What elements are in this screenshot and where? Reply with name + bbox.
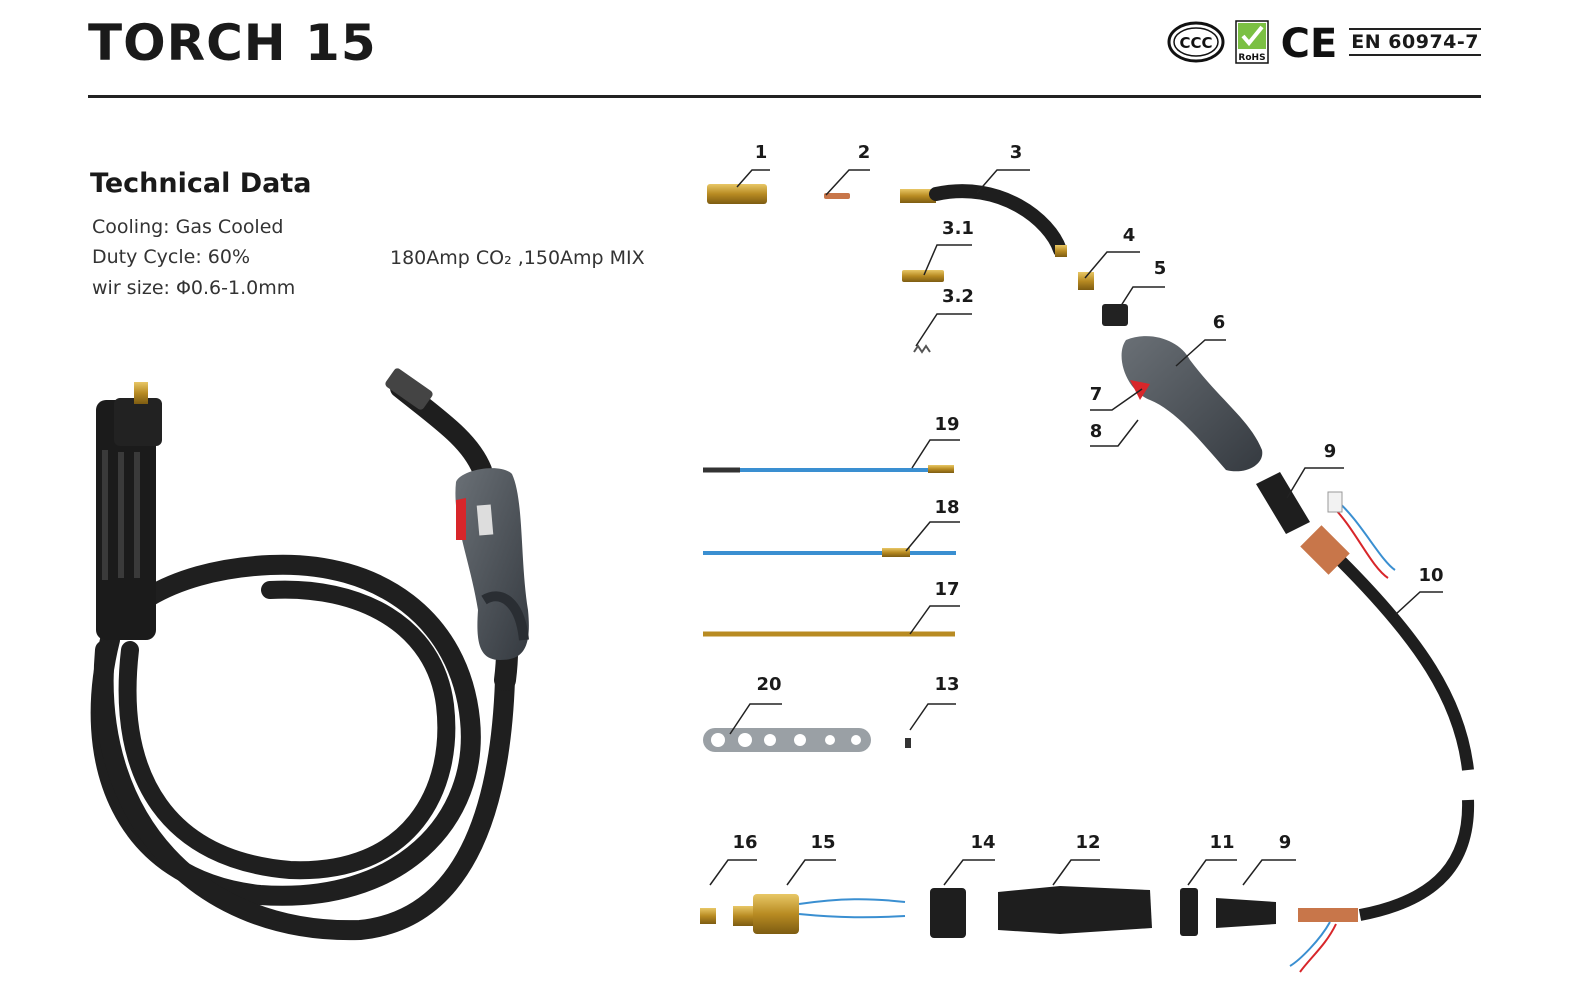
header-rule	[88, 95, 1481, 98]
part-15-connector	[733, 894, 906, 934]
part-label: 16	[732, 832, 757, 853]
part-label: 2	[858, 142, 871, 163]
part-6-handle	[1121, 336, 1263, 472]
part-12-connector-body	[998, 886, 1152, 934]
part-16-insert	[700, 908, 716, 924]
part-label: 5	[1154, 258, 1167, 279]
spec-rating: 180Amp CO₂ ,150Amp MIX	[390, 247, 645, 269]
rohs-mark-icon: RoHS	[1235, 20, 1270, 64]
part-3-2-spring	[913, 344, 931, 354]
part-13-screw	[905, 738, 911, 748]
part-10-cable	[1289, 491, 1475, 973]
part-label: 1	[755, 142, 768, 163]
part-5-cap	[1102, 304, 1128, 326]
part-label: 3.2	[942, 286, 974, 307]
spec-wire: wir size: Φ0.6-1.0mm	[92, 277, 296, 299]
part-2-contact-tip	[824, 193, 850, 199]
part-9-sleeve	[1256, 472, 1310, 534]
part-14-nut	[930, 888, 966, 938]
part-19-liner	[703, 465, 954, 473]
ccc-mark-icon: CCC	[1167, 21, 1225, 63]
part-label: 3.1	[942, 218, 974, 239]
part-label: 19	[934, 414, 959, 435]
svg-text:CE: CE	[1281, 21, 1338, 63]
part-label: 10	[1418, 565, 1443, 586]
part-label: 14	[970, 832, 995, 853]
part-label: 11	[1209, 832, 1234, 853]
spec-cooling: Cooling: Gas Cooled	[92, 216, 284, 238]
technical-heading: Technical Data	[90, 168, 312, 199]
part-9-lower-sleeve	[1216, 898, 1276, 928]
standard-label: EN 60974-7	[1349, 28, 1481, 56]
ce-mark-icon: CE	[1281, 21, 1338, 63]
part-20-spanner	[703, 728, 871, 752]
svg-text:CCC: CCC	[1180, 34, 1213, 52]
part-label: 20	[756, 674, 781, 695]
part-11-ring	[1180, 888, 1198, 936]
part-label: 9	[1324, 441, 1337, 462]
part-label: 18	[934, 497, 959, 518]
svg-text:RoHS: RoHS	[1239, 53, 1266, 63]
part-labels: 1 2 3 3.1 3.2 4 5 6 7 8 9 10 19 18 17 20…	[732, 142, 1443, 853]
page-title: TORCH 15	[88, 14, 377, 72]
full-torch-photo	[90, 368, 529, 941]
part-3-1-tip-holder	[902, 270, 944, 282]
part-label: 4	[1123, 225, 1136, 246]
part-label: 15	[810, 832, 835, 853]
part-label: 6	[1213, 312, 1226, 333]
certification-marks: CCC RoHS CE EN 60974-7	[1167, 20, 1481, 64]
part-label: 3	[1010, 142, 1023, 163]
part-4-nut	[1078, 272, 1094, 290]
part-label: 12	[1075, 832, 1100, 853]
part-label: 9	[1279, 832, 1292, 853]
spec-duty: Duty Cycle: 60%	[92, 246, 251, 268]
part-label: 13	[934, 674, 959, 695]
part-1-nozzle	[707, 184, 767, 204]
leader-lines	[709, 169, 1443, 886]
part-label: 7	[1090, 384, 1103, 405]
part-label: 8	[1090, 421, 1103, 442]
part-18-liner	[703, 548, 956, 557]
part-3-swan-neck	[900, 184, 1067, 257]
part-label: 17	[934, 579, 959, 600]
